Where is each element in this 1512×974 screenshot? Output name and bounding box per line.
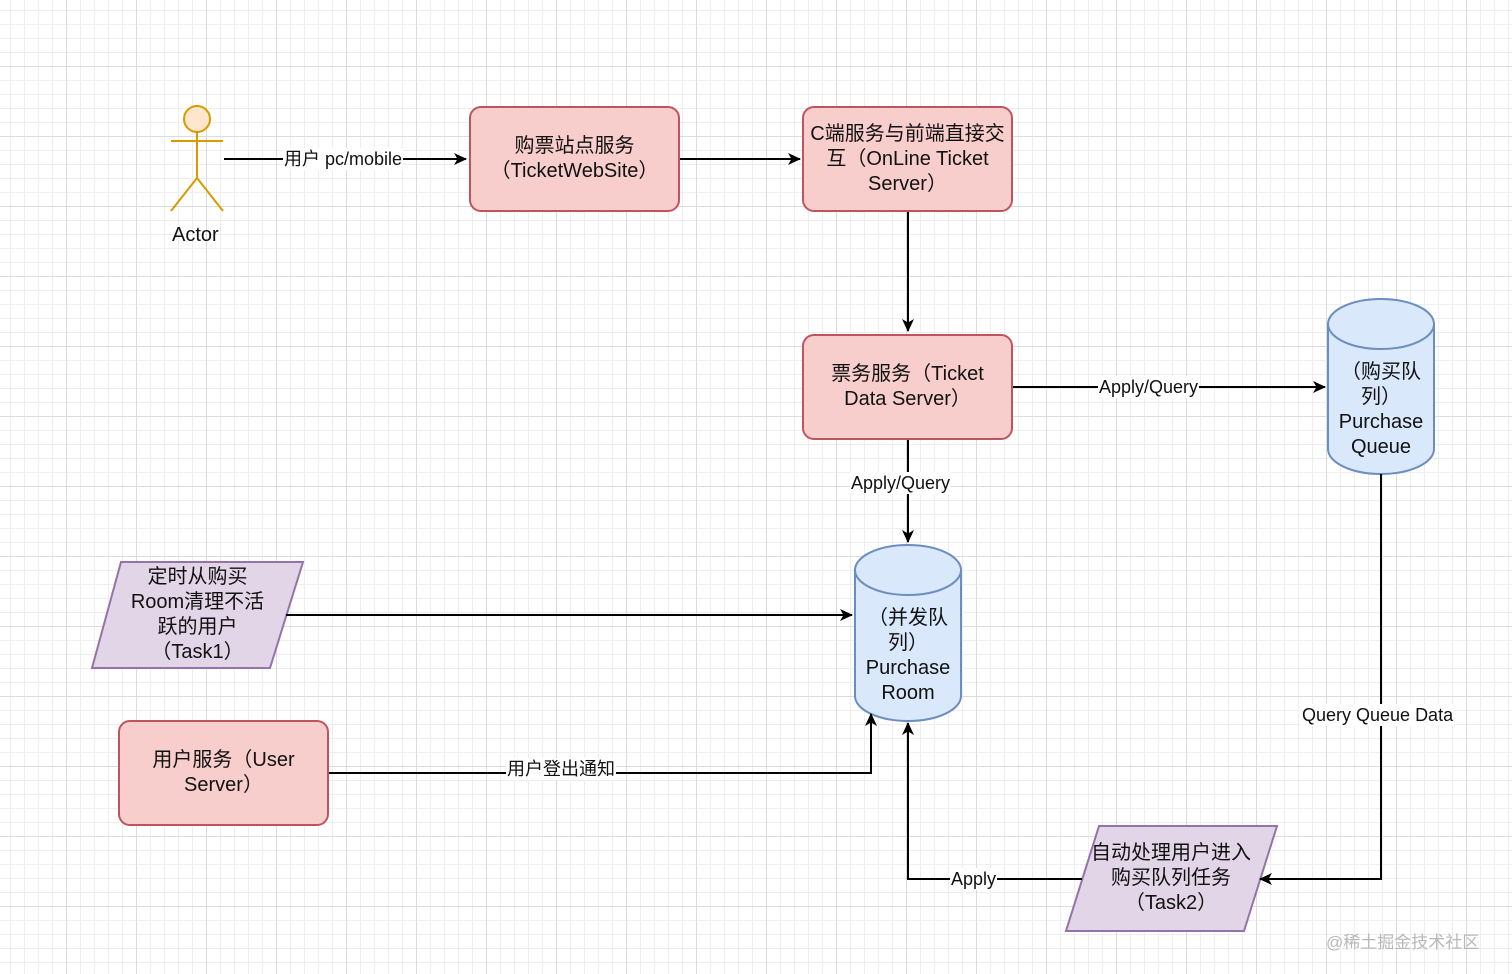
purchase-queue-label: （购买队列）Purchase Queue (1338, 361, 1424, 458)
task2-label: 自动处理用户进入购买队列任务（Task2） (1091, 842, 1251, 914)
actor-label: Actor (172, 224, 219, 246)
task1-label: 定时从购买Room清理不活跃的用户（Task1） (130, 566, 265, 663)
edge-label-actor-to-site: 用户 pc/mobile (283, 148, 404, 170)
online-ticket-server-node[interactable]: C端服务与前端直接交互（OnLine Ticket Server） (802, 106, 1013, 212)
edge-queue-to-task2[interactable] (1259, 474, 1382, 885)
ticket-data-server-node[interactable]: 票务服务（Ticket Data Server） (802, 334, 1013, 440)
edge-label-user-logout: 用户登出通知 (506, 758, 616, 780)
purchase-room-cylinder[interactable] (854, 544, 962, 722)
task1-shape[interactable] (90, 561, 305, 669)
task2-shape[interactable] (1064, 825, 1279, 932)
ticket-website-node[interactable]: 购票站点服务（TicketWebSite） (469, 106, 680, 212)
purchase-room-label: （并发队列）Purchase Room (865, 607, 951, 704)
watermark: @稀土掘金技术社区 (1326, 933, 1480, 952)
edge-task2-to-room[interactable] (902, 722, 1082, 880)
edge-label-apply: Apply (950, 868, 998, 890)
purchase-queue-cylinder[interactable] (1327, 298, 1435, 475)
user-server-node[interactable]: 用户服务（User Server） (118, 720, 329, 826)
edge-label-queue-data: Query Queue Data (1301, 704, 1455, 726)
actor-icon[interactable] (170, 105, 224, 212)
edge-label-data-to-room: Apply/Query (850, 472, 952, 494)
edge-label-data-to-queue: Apply/Query (1098, 376, 1200, 398)
